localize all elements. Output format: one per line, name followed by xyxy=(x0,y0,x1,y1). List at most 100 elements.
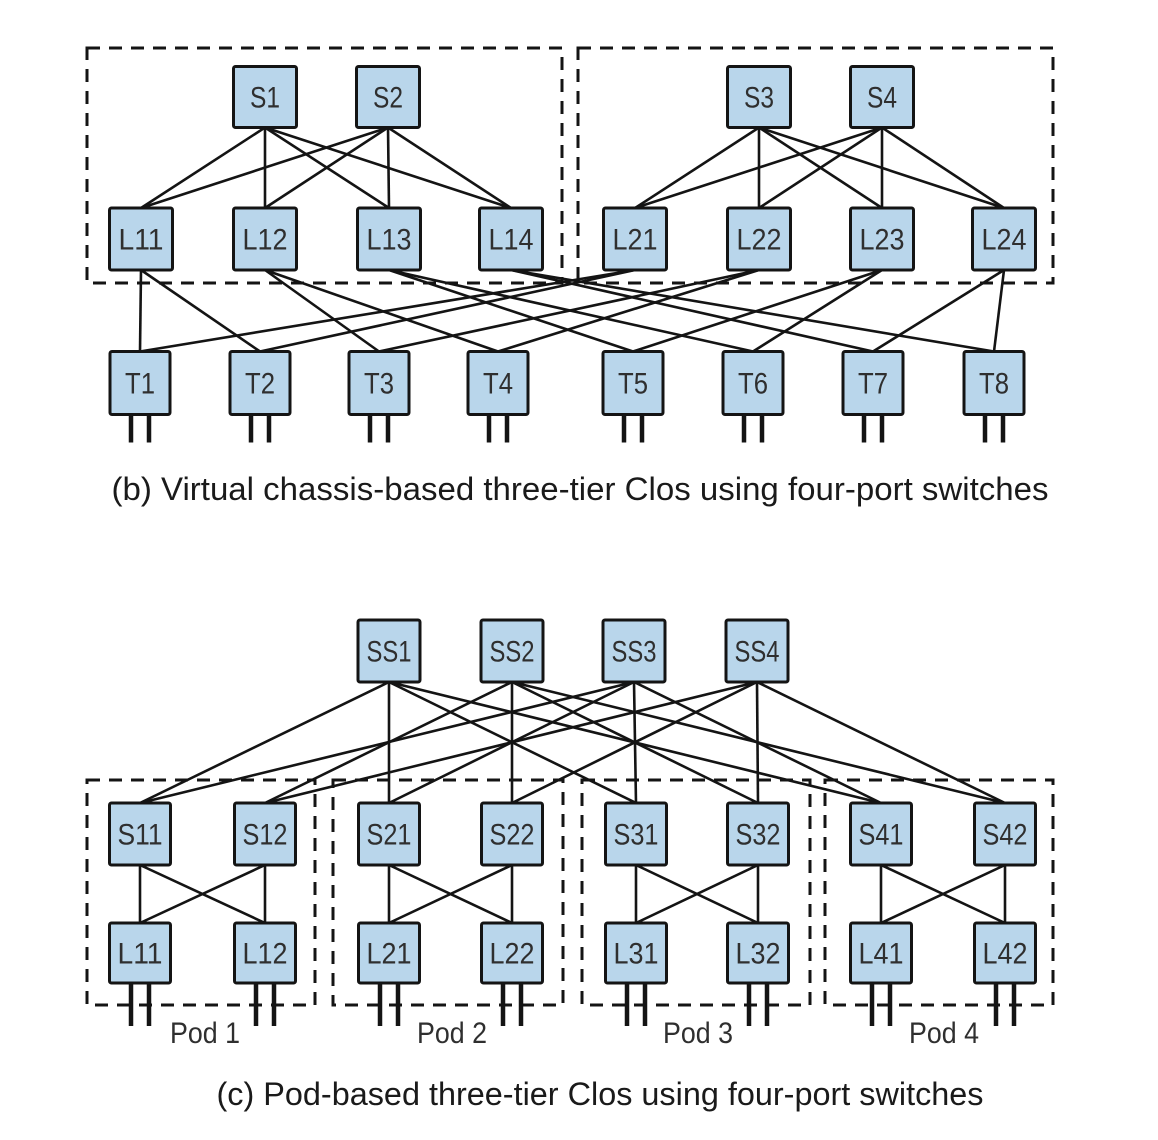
switch-b-T3 xyxy=(347,350,411,416)
switch-b-T5 xyxy=(601,350,665,416)
switch-b-S3 xyxy=(726,65,792,129)
switch-label-b-L14: L14 xyxy=(489,224,534,257)
switch-c-S32 xyxy=(726,801,790,867)
switch-label-c-L31: L31 xyxy=(614,938,659,971)
link-b-S4-L22 xyxy=(758,126,883,210)
switch-c-S31 xyxy=(604,801,668,867)
link-c-SS1-S11 xyxy=(139,680,390,805)
link-b-L12-T3 xyxy=(264,268,380,353)
switch-label-b-L23: L23 xyxy=(860,224,905,257)
switch-b-L23 xyxy=(849,206,915,272)
switch-c-S11 xyxy=(108,801,172,867)
pod-4-box xyxy=(823,778,1055,1007)
switch-c-L12 xyxy=(233,921,297,985)
link-c-S12-L11 xyxy=(139,863,266,925)
link-b-L23-T6 xyxy=(752,268,883,353)
link-b-S4-L24 xyxy=(881,126,1005,210)
switch-b-S2 xyxy=(355,65,421,129)
switch-b-L14 xyxy=(478,206,544,272)
virtual-chassis-2 xyxy=(576,46,1055,285)
switch-label-b-S4: S4 xyxy=(867,82,897,115)
switch-label-b-L12: L12 xyxy=(243,224,288,257)
switch-label-b-T7: T7 xyxy=(858,368,888,401)
switch-label-c-S32: S32 xyxy=(736,819,781,852)
switch-c-S42 xyxy=(973,801,1037,867)
switch-label-c-L21: L21 xyxy=(367,938,412,971)
link-b-L23-T5 xyxy=(632,268,883,353)
switch-label-c-S11: S11 xyxy=(118,819,163,852)
switch-label-c-S21: S21 xyxy=(367,819,412,852)
switch-c-L32 xyxy=(726,921,790,985)
link-c-SS4-S42 xyxy=(756,680,1006,805)
switch-b-T2 xyxy=(228,350,292,416)
link-c-S32-L31 xyxy=(635,863,759,925)
switch-c-L11 xyxy=(108,921,172,985)
switch-b-T7 xyxy=(841,350,905,416)
switch-label-b-T6: T6 xyxy=(738,368,768,401)
switch-c-L21 xyxy=(357,921,421,985)
switch-label-b-T2: T2 xyxy=(245,368,275,401)
switch-label-b-L13: L13 xyxy=(367,224,412,257)
caption-b: (b) Virtual chassis-based three-tier Clo… xyxy=(112,471,1049,507)
switch-label-b-T5: T5 xyxy=(618,368,648,401)
switch-c-L41 xyxy=(849,921,913,985)
switch-b-L13 xyxy=(356,206,422,272)
switch-c-S22 xyxy=(480,801,544,867)
switch-c-SS4 xyxy=(724,618,790,684)
link-c-SS4-S32 xyxy=(755,681,760,804)
switch-label-c-L42: L42 xyxy=(983,938,1028,971)
switch-label-b-L11: L11 xyxy=(119,224,164,257)
link-b-L11-T1 xyxy=(138,269,143,352)
switch-label-b-L24: L24 xyxy=(982,224,1027,257)
switch-b-T8 xyxy=(962,350,1026,416)
link-c-SS4-S12 xyxy=(264,680,758,805)
switch-label-b-S3: S3 xyxy=(744,82,774,115)
link-c-S22-L21 xyxy=(388,863,513,925)
pod-label-4: Pod 4 xyxy=(909,1017,979,1050)
switch-b-L21 xyxy=(602,206,668,272)
switch-label-b-S2: S2 xyxy=(373,82,403,115)
switch-c-S41 xyxy=(849,801,913,867)
switch-b-T6 xyxy=(721,350,785,416)
switch-label-c-L22: L22 xyxy=(490,938,535,971)
switch-b-L11 xyxy=(108,206,174,272)
link-c-SS3-S11 xyxy=(139,680,635,805)
pod-1-box xyxy=(85,778,317,1007)
switch-b-S4 xyxy=(849,65,915,129)
pod-3-box xyxy=(580,778,812,1007)
pod-label-1: Pod 1 xyxy=(170,1017,240,1050)
switch-b-L12 xyxy=(232,206,298,272)
switch-c-S12 xyxy=(233,801,297,867)
pod-label-2: Pod 2 xyxy=(417,1017,487,1050)
switch-c-SS3 xyxy=(601,618,667,684)
link-b-L21-T2 xyxy=(259,268,636,353)
switch-b-L24 xyxy=(971,206,1037,272)
switch-label-c-S42: S42 xyxy=(983,819,1028,852)
switch-label-b-T3: T3 xyxy=(364,368,394,401)
switch-b-S1 xyxy=(232,65,298,129)
switch-label-c-L41: L41 xyxy=(859,938,904,971)
switch-label-c-S31: S31 xyxy=(614,819,659,852)
switch-label-c-S22: S22 xyxy=(490,819,535,852)
switch-label-b-L22: L22 xyxy=(737,224,782,257)
link-b-L22-T4 xyxy=(497,268,760,353)
switch-b-L22 xyxy=(726,206,792,272)
switch-label-c-SS3: SS3 xyxy=(612,636,657,669)
link-b-S2-L12 xyxy=(264,126,389,210)
link-c-SS4-S22 xyxy=(511,680,758,805)
switch-c-SS2 xyxy=(479,618,545,684)
switch-label-c-S12: S12 xyxy=(243,819,288,852)
switch-label-b-T1: T1 xyxy=(125,368,155,401)
switch-label-c-S41: S41 xyxy=(859,819,904,852)
switch-label-c-L32: L32 xyxy=(736,938,781,971)
switch-c-L31 xyxy=(604,921,668,985)
link-b-L24-T8 xyxy=(992,269,1006,352)
link-b-L13-T5 xyxy=(388,268,634,353)
link-b-L11-T2 xyxy=(140,268,261,353)
link-b-S2-L11 xyxy=(140,126,389,210)
switch-label-c-SS1: SS1 xyxy=(367,636,412,669)
